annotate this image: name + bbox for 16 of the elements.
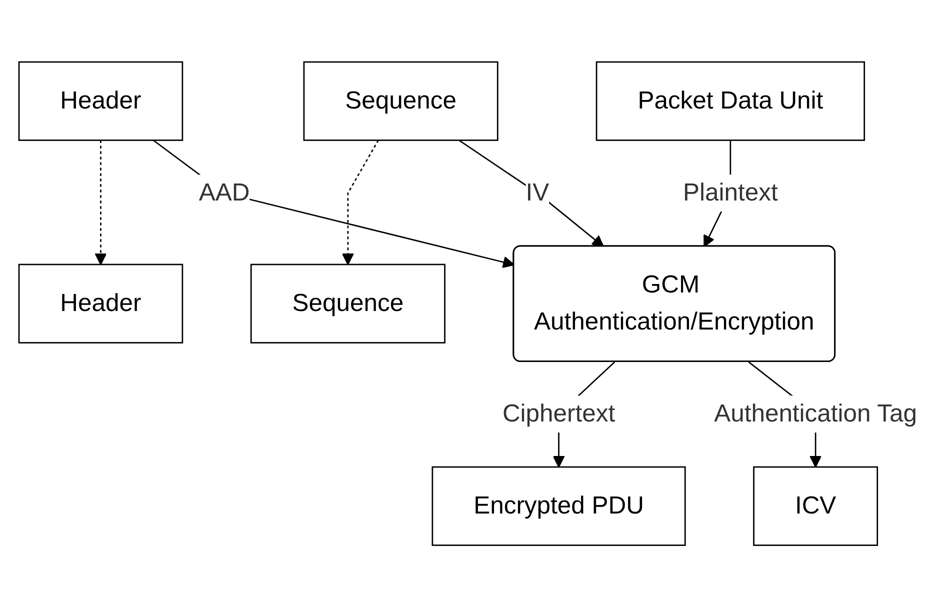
node-box: [250, 264, 446, 344]
arrow: [342, 140, 379, 266]
edge-label: AAD: [198, 179, 250, 207]
arrow: [94, 140, 107, 266]
edge-label: Authentication Tag: [714, 400, 918, 428]
arrow: [458, 140, 604, 248]
node-box: [18, 62, 184, 142]
node-box: [303, 62, 498, 142]
node-box: [753, 466, 878, 546]
edge-label: Ciphertext: [502, 400, 616, 428]
arrow: [152, 140, 515, 268]
edge-label: Plaintext: [683, 179, 778, 207]
node-box: [18, 264, 184, 344]
node-box: [596, 62, 866, 142]
edge-label: IV: [526, 179, 550, 207]
node-box: [432, 466, 686, 546]
